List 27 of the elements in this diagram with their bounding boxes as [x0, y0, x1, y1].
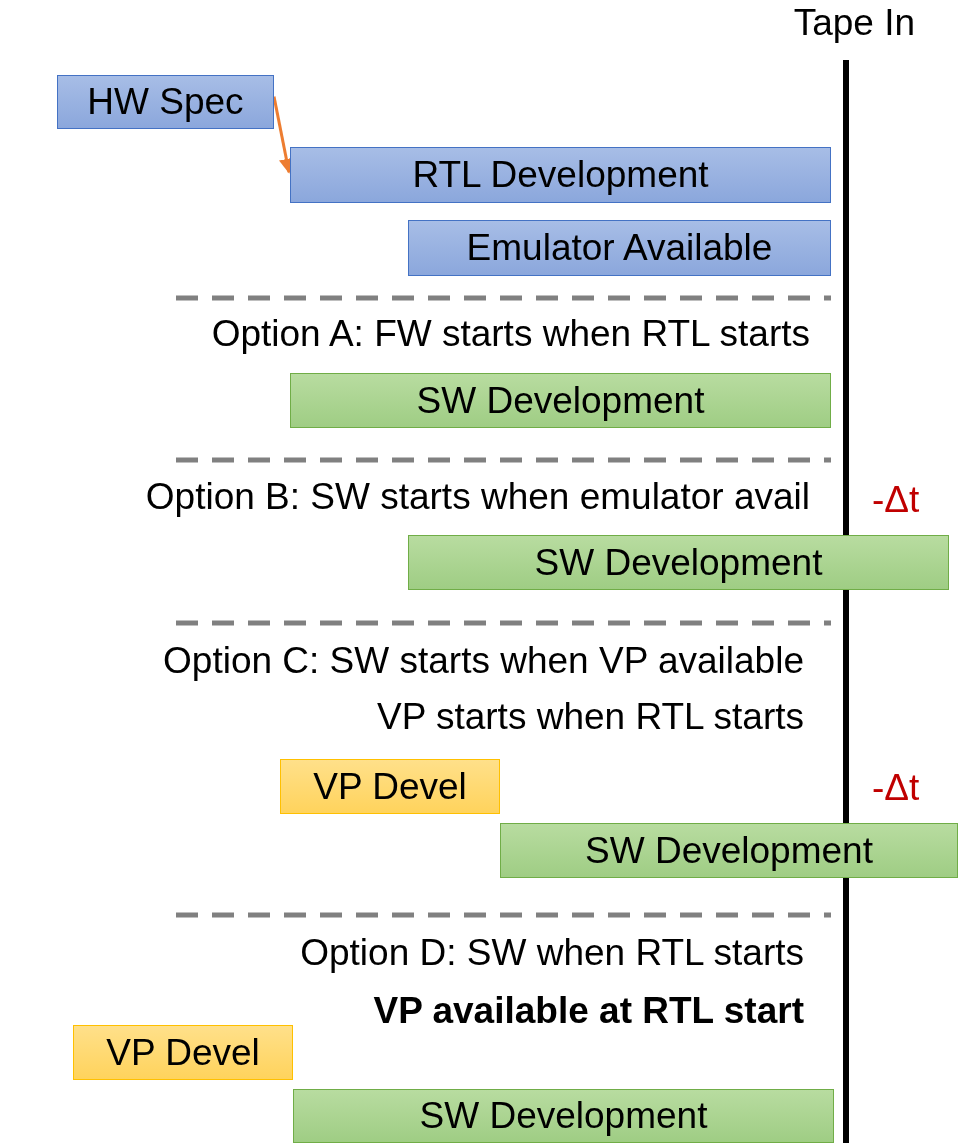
task-label: SW Development [416, 379, 705, 422]
task-label: RTL Development [412, 154, 709, 196]
delta-label: -Δt [872, 479, 920, 521]
task-label: VP Devel [106, 1031, 260, 1074]
option-note: VP available at RTL start [373, 990, 804, 1032]
task-bar [408, 535, 949, 590]
task-bar [293, 1089, 834, 1143]
option-heading: Option D: SW when RTL starts [300, 932, 804, 974]
task-label: Emulator Available [466, 227, 773, 269]
milestone-label: Tape In [793, 2, 915, 44]
task-bar [290, 147, 831, 203]
delta-label: -Δt [872, 767, 920, 809]
task-label: VP Devel [313, 765, 467, 808]
option-heading: Option C: SW starts when VP available [163, 640, 804, 682]
task-label: HW Spec [87, 81, 244, 123]
option-heading: Option A: FW starts when RTL starts [211, 313, 810, 355]
task-bar [73, 1025, 293, 1080]
option-note: VP starts when RTL starts [376, 696, 804, 738]
task-bar [408, 220, 831, 276]
task-label: SW Development [534, 541, 823, 584]
task-bar [57, 75, 274, 129]
option-heading: Option B: SW starts when emulator avail [145, 476, 810, 518]
task-label: SW Development [585, 829, 873, 872]
task-bar [500, 823, 958, 878]
task-bar [290, 373, 831, 428]
task-label: SW Development [419, 1095, 708, 1137]
task-bar [280, 759, 500, 814]
